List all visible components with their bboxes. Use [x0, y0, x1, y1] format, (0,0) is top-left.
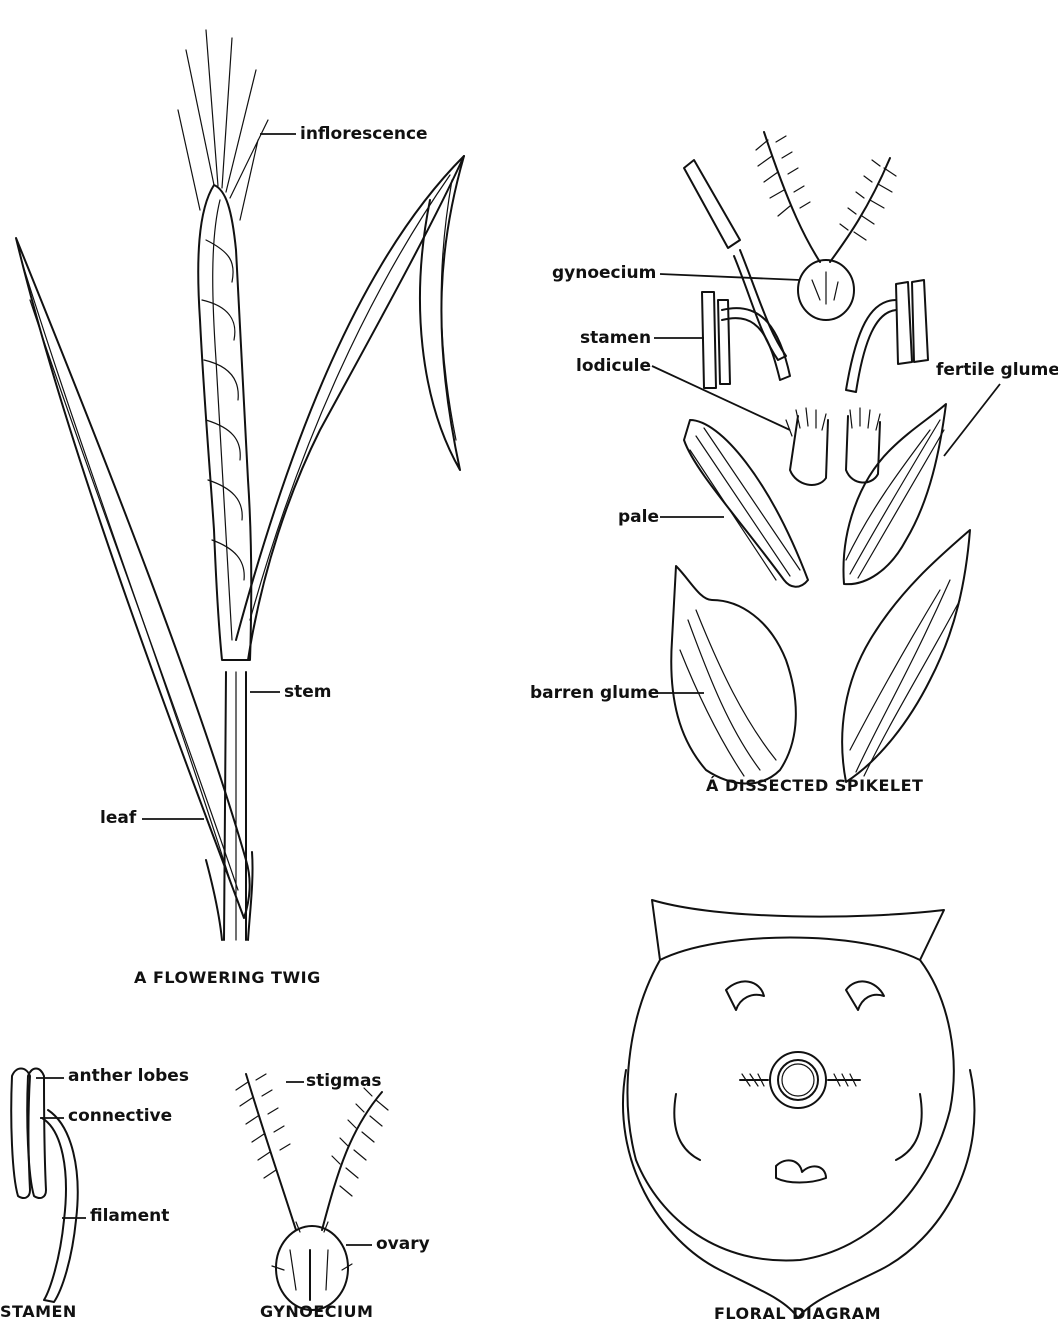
- label-fertile-glume: fertile glume: [936, 362, 1058, 379]
- label-connective: connective: [68, 1108, 172, 1125]
- label-ovary: ovary: [376, 1236, 430, 1253]
- gynoecium-drawing: [236, 1074, 388, 1310]
- label-gynoecium: gynoecium: [552, 265, 656, 282]
- flowering-twig-drawing: [16, 30, 464, 940]
- label-leaf: leaf: [100, 810, 136, 827]
- stamen-drawing: [11, 1069, 77, 1303]
- caption-flowering-twig: A FLOWERING TWIG: [134, 970, 321, 986]
- caption-gynoecium: GYNOECIUM: [260, 1304, 373, 1320]
- floral-diagram-drawing: [623, 900, 974, 1318]
- label-inflorescence: inflorescence: [300, 126, 428, 143]
- label-filament: filament: [90, 1208, 169, 1225]
- label-barren-glume: barren glume: [530, 685, 659, 702]
- label-anther-lobes: anther lobes: [68, 1068, 189, 1085]
- label-stigmas: stigmas: [306, 1073, 382, 1090]
- caption-dissected-spikelet: Á DISSECTED SPIKELET: [706, 778, 923, 794]
- caption-stamen: STAMEN: [0, 1304, 77, 1320]
- label-stem: stem: [284, 684, 332, 701]
- label-pale: pale: [618, 509, 659, 526]
- label-lodicule: lodicule: [576, 358, 651, 375]
- dissected-spikelet-drawing: [671, 132, 970, 784]
- label-stamen: stamen: [580, 330, 651, 347]
- caption-floral-diagram: FLORAL DIAGRAM: [714, 1306, 881, 1322]
